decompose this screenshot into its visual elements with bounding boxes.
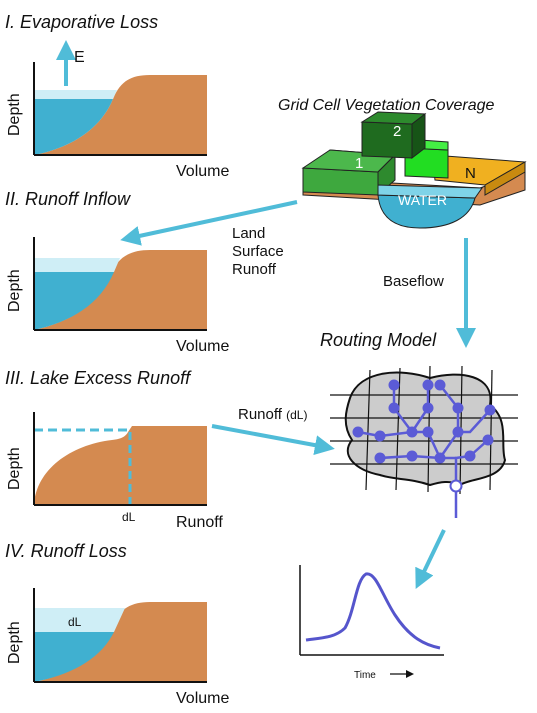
baseflow-label: Baseflow — [383, 273, 444, 290]
routing-title: Routing Model — [320, 330, 437, 350]
tile-1-label: 1 — [355, 155, 363, 172]
routing-grid — [330, 365, 518, 495]
land-surface-label-3: Runoff — [232, 261, 277, 278]
panel-4-ylabel: Depth — [6, 621, 23, 664]
panel-3-ylabel: Depth — [6, 447, 23, 490]
panel-runoff-loss: IV. Runoff Loss dL Depth Volume — [5, 541, 229, 707]
hydrograph-curve — [305, 572, 441, 650]
panel-4-water — [34, 632, 114, 682]
panel-2-water — [34, 272, 114, 330]
tile-2-label: 2 — [393, 123, 401, 140]
panel-4-title: IV. Runoff Loss — [5, 541, 127, 561]
panel-1-ylabel: Depth — [6, 93, 23, 136]
panel-1-soil — [34, 75, 207, 155]
grid-cell-block: Grid Cell Vegetation Coverage WATER 1 2 … — [278, 97, 527, 229]
hydrograph: Time — [299, 565, 444, 681]
land-surface-runoff-arrow — [120, 200, 298, 246]
panel-1-water-light — [34, 90, 117, 99]
tile-n-label: N — [465, 165, 476, 182]
panel-3-soil — [34, 426, 207, 505]
grid-cell-title: Grid Cell Vegetation Coverage — [278, 97, 495, 114]
veg-tile-n-side — [484, 161, 526, 196]
panel-3-title: III. Lake Excess Runoff — [5, 368, 192, 388]
veg-tile-2-side — [411, 112, 426, 160]
panel-2-title: II. Runoff Inflow — [5, 189, 131, 209]
panel-2-ylabel: Depth — [6, 269, 23, 312]
panel-runoff-inflow: II. Runoff Inflow Depth Volume — [5, 189, 229, 355]
panel-evaporative-loss: I. Evaporative Loss E Depth Volume — [5, 12, 229, 180]
panel-2-water-light — [34, 258, 120, 272]
land-surface-label-1: Land — [232, 225, 265, 242]
veg-tile-1-front — [302, 167, 379, 196]
panel-2-xlabel: Volume — [176, 338, 229, 355]
panel-4-xlabel: Volume — [176, 690, 229, 707]
panel-1-water — [34, 99, 113, 155]
panel-3-xlabel: Runoff — [176, 514, 223, 531]
outflow-arrow — [415, 529, 446, 590]
water-surface — [377, 184, 483, 199]
routing-nodes — [352, 379, 496, 464]
water-lens — [377, 194, 476, 229]
panel-4-dl-label: dL — [68, 615, 82, 629]
lake-runoff-arrow — [211, 424, 335, 456]
panel-4-soil — [34, 602, 207, 682]
routing-model: Routing Model — [320, 330, 518, 518]
outlet-node — [449, 479, 463, 493]
evaporation-label: E — [74, 49, 85, 66]
water-label: WATER — [398, 192, 447, 208]
panel-1-title: I. Evaporative Loss — [5, 12, 158, 32]
hydrograph-time-label: Time — [354, 670, 376, 681]
panel-3-dl-label: dL — [122, 510, 136, 524]
panel-1-xlabel: Volume — [176, 163, 229, 180]
veg-tile-2-front — [361, 121, 413, 159]
panel-2-soil — [34, 250, 207, 330]
panel-lake-excess-runoff: III. Lake Excess Runoff dL Depth Runoff — [5, 368, 223, 531]
panel-4-water-light — [34, 608, 125, 632]
land-surface-label-2: Surface — [232, 243, 284, 260]
runoff-dl-label: Runoff (dL) — [238, 406, 307, 423]
